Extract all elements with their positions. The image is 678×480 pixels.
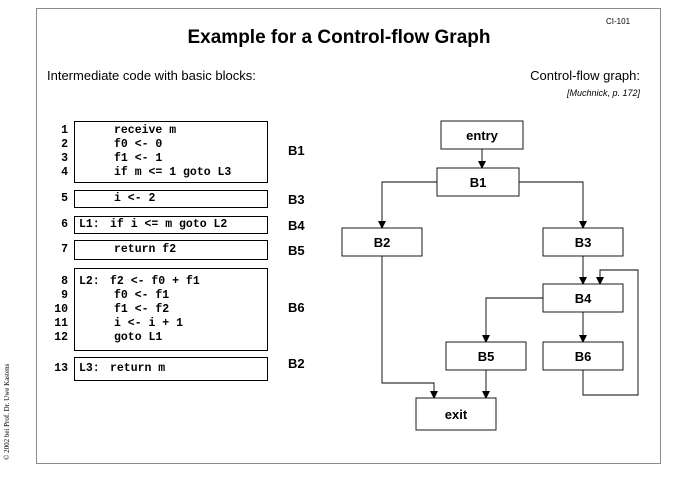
node-b4-label: B4	[575, 291, 592, 306]
edge-b1-to-b3	[519, 181, 587, 229]
node-b6-label: B6	[575, 349, 592, 364]
line-number: 3	[61, 152, 68, 165]
node-b1-label: B1	[470, 175, 487, 190]
code-line: f2 <- f0 + f1	[110, 274, 200, 288]
code-label: L3:	[79, 362, 100, 375]
basic-block-box	[74, 121, 268, 183]
code-label: L2:	[79, 274, 100, 288]
line-number: 10	[54, 302, 68, 316]
code-line: i <- i + 1	[114, 316, 184, 330]
line-number: 13	[54, 362, 68, 375]
edge-b4-to-b5	[482, 297, 543, 343]
block-label: B6	[288, 300, 305, 315]
edge-b1-to-b2	[378, 181, 437, 229]
line-number: 5	[61, 192, 68, 205]
line-number: 2	[61, 138, 68, 151]
line-number: 1	[61, 124, 68, 137]
reference: [Muchnick, p. 172]	[566, 88, 640, 98]
node-b3-label: B3	[575, 235, 592, 250]
code-line: i <- 2	[114, 192, 156, 205]
node-b4-box	[542, 283, 624, 313]
block-label: B1	[288, 143, 305, 158]
basic-block-box	[74, 268, 268, 351]
line-number: 8	[61, 274, 68, 288]
basic-block-box	[74, 216, 268, 234]
line-number: 9	[61, 288, 68, 302]
code-line: return m	[110, 362, 166, 375]
node-entry-label: entry	[466, 128, 499, 143]
code-line: return f2	[114, 243, 177, 256]
basic-block-box	[74, 240, 268, 260]
graph-heading: Control-flow graph:	[530, 68, 640, 83]
code-heading: Intermediate code with basic blocks:	[47, 68, 256, 83]
line-number: 6	[61, 218, 68, 231]
node-exit-label: exit	[445, 407, 468, 422]
basic-block-box	[74, 190, 268, 208]
node-entry-box	[440, 120, 524, 150]
node-exit-box	[415, 397, 497, 431]
code-line: if i <= m goto L2	[110, 218, 228, 231]
code-line: goto L1	[114, 330, 163, 344]
node-b2-box	[341, 227, 423, 257]
node-b5-label: B5	[478, 349, 495, 364]
code-line: f1 <- 1	[114, 152, 163, 165]
edge-b2-to-exit	[381, 256, 438, 399]
node-b5-box	[445, 341, 527, 371]
node-b2-label: B2	[374, 235, 391, 250]
node-b3-box	[542, 227, 624, 257]
edge-b6-to-b4	[582, 269, 639, 396]
node-b6-box	[542, 341, 624, 371]
code-label: L1:	[79, 218, 100, 231]
line-number: 4	[61, 166, 68, 179]
code-line: f1 <- f2	[114, 302, 170, 316]
block-label: B4	[288, 218, 305, 233]
basic-block-box	[74, 357, 268, 381]
code-line: receive m	[114, 124, 177, 137]
line-number: 7	[61, 243, 68, 256]
code-line: f0 <- 0	[114, 138, 163, 151]
block-label: B3	[288, 192, 305, 207]
line-number: 11	[54, 316, 68, 330]
block-label: B5	[288, 243, 305, 258]
node-b1-box	[436, 167, 520, 197]
slide-title: Example for a Control-flow Graph	[187, 27, 491, 48]
code-line: if m <= 1 goto L3	[114, 166, 232, 179]
block-label: B2	[288, 356, 305, 371]
code-line: f0 <- f1	[114, 288, 170, 302]
line-number: 12	[54, 330, 68, 344]
slide-frame	[36, 8, 661, 464]
slide-id: CI-101	[606, 17, 631, 26]
